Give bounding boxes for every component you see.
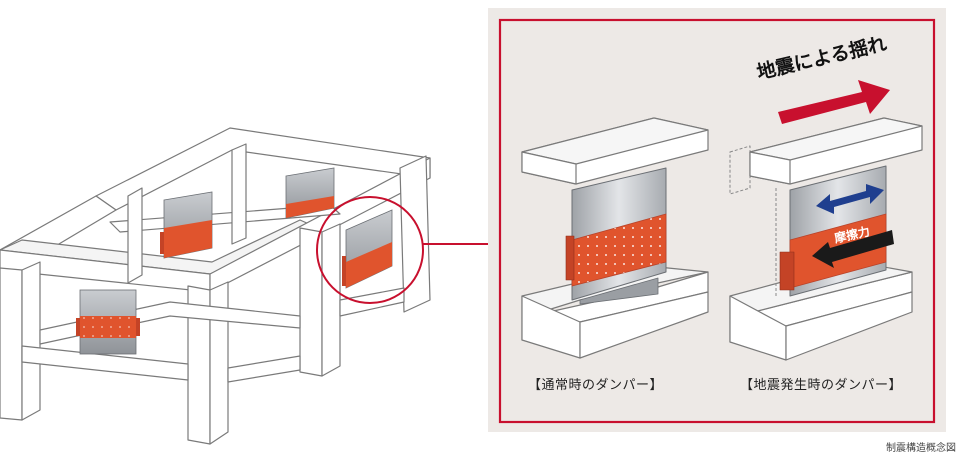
detail-panel-border (498, 18, 936, 424)
building-frame (0, 127, 431, 445)
shake-arrow-icon (778, 80, 890, 124)
friction-arrow-icon (812, 230, 894, 268)
frame-damper-rear-right (285, 167, 335, 219)
diagram-footnote: 制震構造概念図 (886, 443, 956, 454)
earthquake-damper-caption: 【地震発生時のダンパー】 (740, 378, 903, 393)
highlight-circle (316, 196, 424, 304)
frame-damper-rear-left (160, 191, 213, 259)
normal-damper-group (521, 117, 709, 359)
frame-damper-front (76, 289, 140, 355)
double-arrow-icon (816, 184, 884, 214)
normal-damper-caption: 【通常時のダンパー】 (528, 378, 664, 393)
frame-damper-highlighted (342, 209, 393, 289)
